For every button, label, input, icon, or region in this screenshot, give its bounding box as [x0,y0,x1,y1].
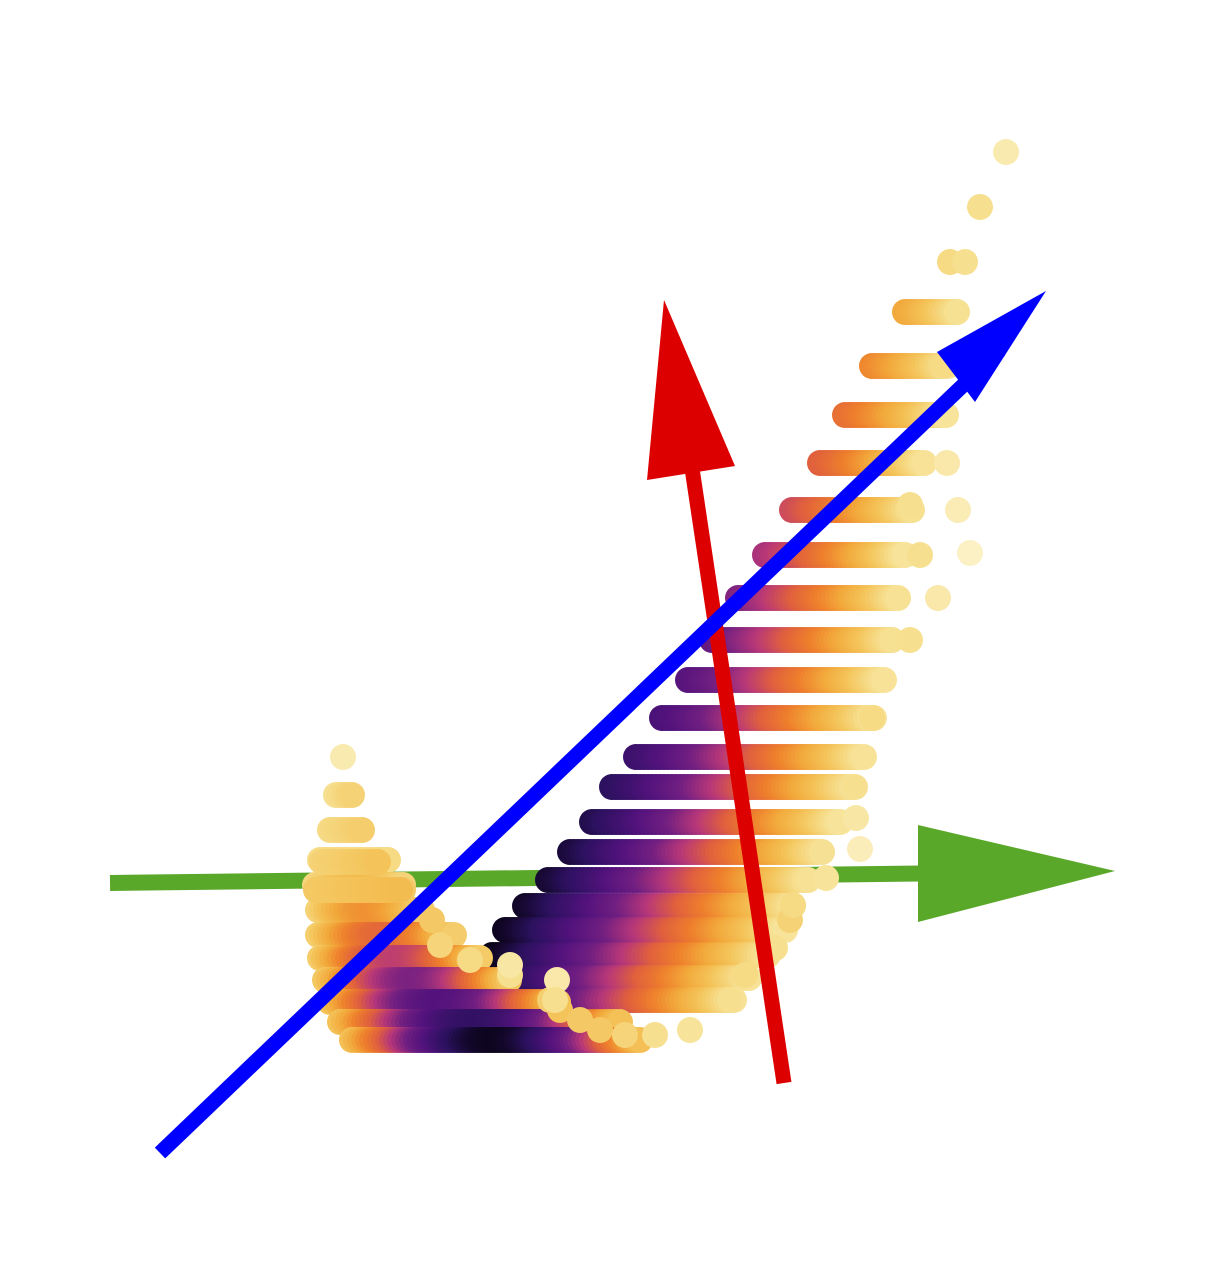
cloud-rim-point [677,1017,703,1043]
cloud-rim-point [542,987,568,1013]
red-axis-arrow [647,300,792,1085]
cloud-sparse-point [907,542,933,568]
cloud-sparse-point [842,774,868,800]
cloud-point [879,627,905,653]
blue-axis-shaft [154,344,1006,1159]
blue-axis-arrow [154,291,1046,1159]
cloud-point [871,667,897,693]
cloud-sparse-point [847,836,873,862]
cloud-column-point [330,744,356,770]
cloud-column-point [365,849,391,875]
cloud-point [944,299,970,325]
cloud-sparse-point [859,705,885,731]
cloud-rim-point [612,1022,638,1048]
red-axis-head [647,300,735,480]
cloud-rim-point [544,967,570,993]
cloud-point [851,744,877,770]
cloud-sparse-point [897,627,923,653]
cloud-rim-point [427,932,453,958]
cloud-sparse-point [843,805,869,831]
cloud-sparse-point [967,194,993,220]
cloud-sparse-point [813,865,839,891]
cloud-column-point [349,817,375,843]
cloud-rim-point [567,1007,593,1033]
cloud-rim-point [419,907,445,933]
cloud-sparse-point [957,540,983,566]
cloud-sparse-point [952,249,978,275]
green-axis-head [918,825,1115,922]
cloud-column-point [387,877,413,903]
cloud-column-point [339,782,365,808]
cloud-point [885,585,911,611]
cloud-sparse-point [780,892,806,918]
cloud-rim-point [497,952,523,978]
blue-axis-head [937,291,1046,402]
cloud-rim-point [717,987,743,1013]
cloud-rim-point [642,1022,668,1048]
cloud-point [809,839,835,865]
cloud-rim-point [587,1017,613,1043]
cloud-point [911,450,937,476]
cloud-sparse-point [934,450,960,476]
cloud-sparse-point [993,139,1019,165]
cloud-sparse-point [925,585,951,611]
cloud-rim-point [732,962,758,988]
cloud-sparse-point [897,492,923,518]
cloud-sparse-point [945,497,971,523]
red-axis-shaft [682,453,792,1085]
cloud-rim-point [457,947,483,973]
